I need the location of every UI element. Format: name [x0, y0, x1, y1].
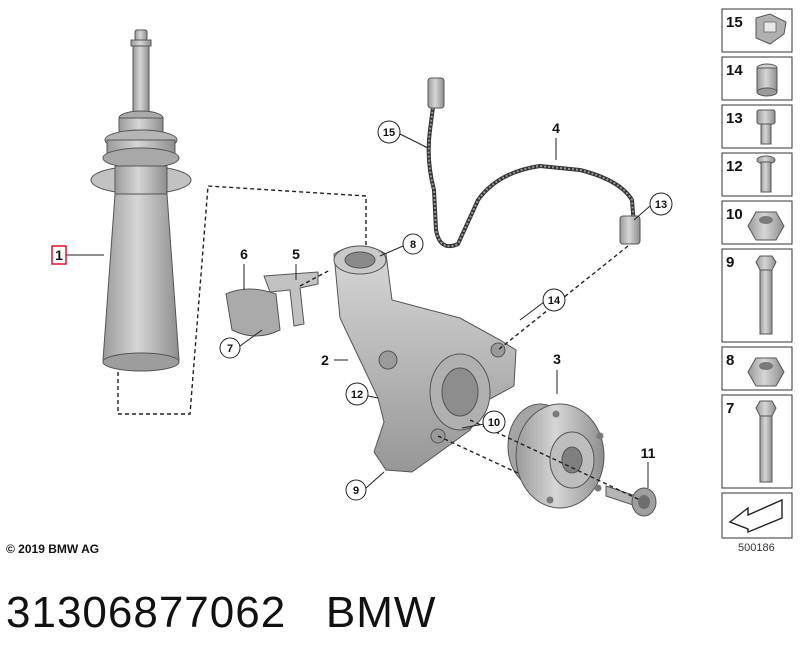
- svg-text:1: 1: [55, 247, 63, 263]
- svg-text:15: 15: [383, 127, 395, 139]
- svg-text:13: 13: [655, 199, 667, 211]
- legend-cell-8[interactable]: 8: [721, 346, 793, 391]
- svg-text:10: 10: [488, 417, 500, 429]
- svg-text:15: 15: [726, 14, 743, 31]
- svg-text:10: 10: [726, 206, 743, 223]
- svg-text:14: 14: [548, 295, 561, 307]
- callout-3[interactable]: 3: [553, 351, 561, 367]
- svg-text:8: 8: [410, 239, 416, 251]
- svg-text:13: 13: [726, 110, 743, 127]
- svg-text:8: 8: [726, 352, 734, 369]
- callout-10[interactable]: 10: [482, 410, 506, 434]
- callout-8[interactable]: 8: [402, 233, 424, 255]
- callout-5[interactable]: 5: [292, 246, 300, 262]
- bracket-clip[interactable]: [263, 271, 319, 327]
- hub-bolt[interactable]: [605, 485, 657, 517]
- svg-text:3: 3: [553, 351, 561, 367]
- callout-12[interactable]: 12: [345, 382, 369, 406]
- svg-text:11: 11: [641, 445, 656, 461]
- shock-absorber[interactable]: [90, 29, 192, 372]
- diagram-id: 500186: [738, 542, 775, 554]
- callout-7[interactable]: 7: [219, 337, 241, 359]
- svg-text:9: 9: [353, 485, 359, 497]
- legend-cell-10[interactable]: 10: [721, 200, 793, 245]
- svg-text:5: 5: [292, 246, 300, 262]
- part-number: 31306877062: [6, 588, 287, 637]
- sensor-cable[interactable]: [426, 77, 641, 249]
- svg-text:12: 12: [726, 158, 743, 175]
- wheel-hub[interactable]: [507, 403, 605, 509]
- fastener-legend-panel: 15 14 13 12 10: [721, 8, 793, 539]
- legend-cell-9[interactable]: 9: [721, 248, 793, 343]
- svg-text:9: 9: [726, 254, 734, 271]
- legend-cell-14[interactable]: 14: [721, 56, 793, 101]
- callout-15[interactable]: 15: [377, 120, 401, 144]
- callout-9[interactable]: 9: [345, 479, 367, 501]
- return-arrow-icon: [728, 498, 783, 534]
- callout-6[interactable]: 6: [240, 246, 248, 262]
- svg-text:6: 6: [240, 246, 248, 262]
- copyright-notice: © 2019 BMW AG: [6, 542, 100, 556]
- callout-2[interactable]: 2: [321, 352, 329, 368]
- leader-lines: [66, 133, 651, 489]
- legend-cell-13[interactable]: 13: [721, 104, 793, 149]
- callout-13[interactable]: 13: [649, 192, 673, 216]
- legend-cell-15[interactable]: 15: [721, 8, 793, 53]
- brake-guard[interactable]: [225, 288, 281, 337]
- callout-11[interactable]: 11: [641, 445, 656, 461]
- svg-text:2: 2: [321, 352, 329, 368]
- callout-14[interactable]: 14: [542, 288, 566, 312]
- legend-cell-arrow[interactable]: [721, 492, 793, 539]
- svg-text:14: 14: [726, 62, 743, 79]
- brand-name: BMW: [325, 588, 437, 637]
- svg-text:12: 12: [351, 389, 363, 401]
- callout-1[interactable]: 1: [51, 245, 67, 265]
- part-number-line: 31306877062 BMW: [6, 588, 436, 638]
- steering-knuckle[interactable]: [333, 245, 517, 473]
- svg-text:7: 7: [227, 343, 233, 355]
- callout-4[interactable]: 4: [552, 120, 560, 136]
- svg-text:4: 4: [552, 120, 560, 136]
- svg-text:7: 7: [726, 400, 734, 417]
- legend-cell-7[interactable]: 7: [721, 394, 793, 489]
- legend-cell-12[interactable]: 12: [721, 152, 793, 197]
